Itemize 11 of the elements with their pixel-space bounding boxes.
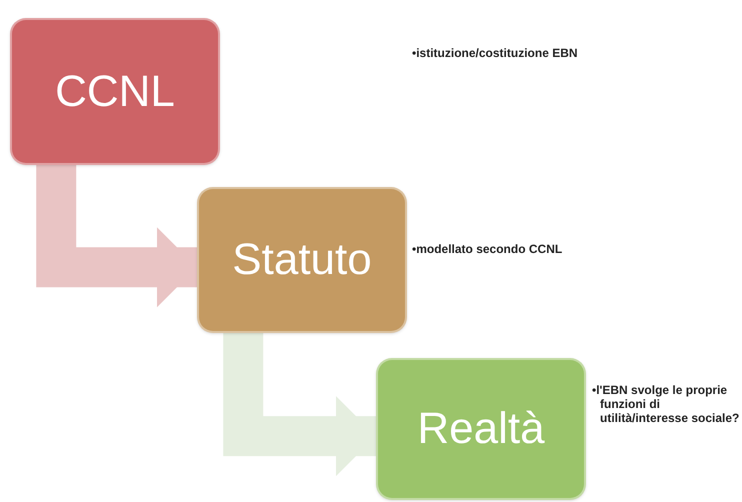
process-box [376,358,586,500]
process-box [197,187,407,333]
bullet-note: •istituzione/costituzione EBN [412,46,579,60]
box-title: Statuto [232,238,372,282]
bullet-note: •l'EBN svolge le proprie funzioni di utilità/interesse sociale? [592,383,740,425]
bent-arrow [36,165,197,308]
box-title: Realtà [417,407,545,451]
process-box [10,18,220,165]
box-title: CCNL [55,70,175,114]
bent-arrow [223,333,376,476]
bullet-note: •modellato secondo CCNL [412,242,564,256]
